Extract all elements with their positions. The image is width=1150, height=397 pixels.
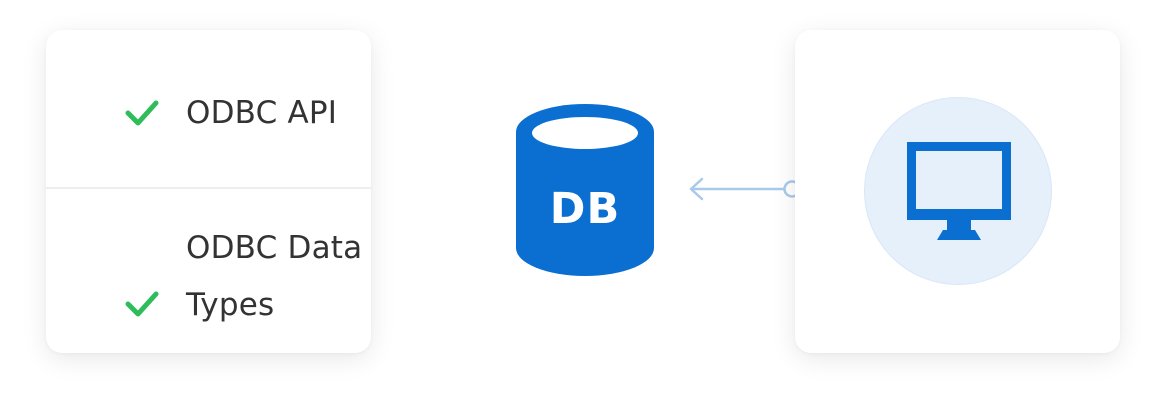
feature-row-odbc-api: ODBC API: [46, 30, 371, 189]
feature-label: ODBC Data Types: [186, 230, 363, 323]
connector-arrow: [684, 174, 808, 204]
check-icon: [124, 289, 160, 319]
features-card: ODBC API ODBC Data Types: [46, 30, 371, 353]
monitor-circle: [864, 97, 1052, 285]
feature-label: ODBC API: [186, 95, 338, 131]
feature-row-odbc-data-types: ODBC Data Types: [46, 189, 371, 353]
database-icon: [516, 104, 654, 276]
monitor-icon: [907, 142, 1011, 242]
check-icon: [124, 98, 160, 128]
client-card: [795, 30, 1120, 353]
database-label: DB: [549, 184, 621, 234]
